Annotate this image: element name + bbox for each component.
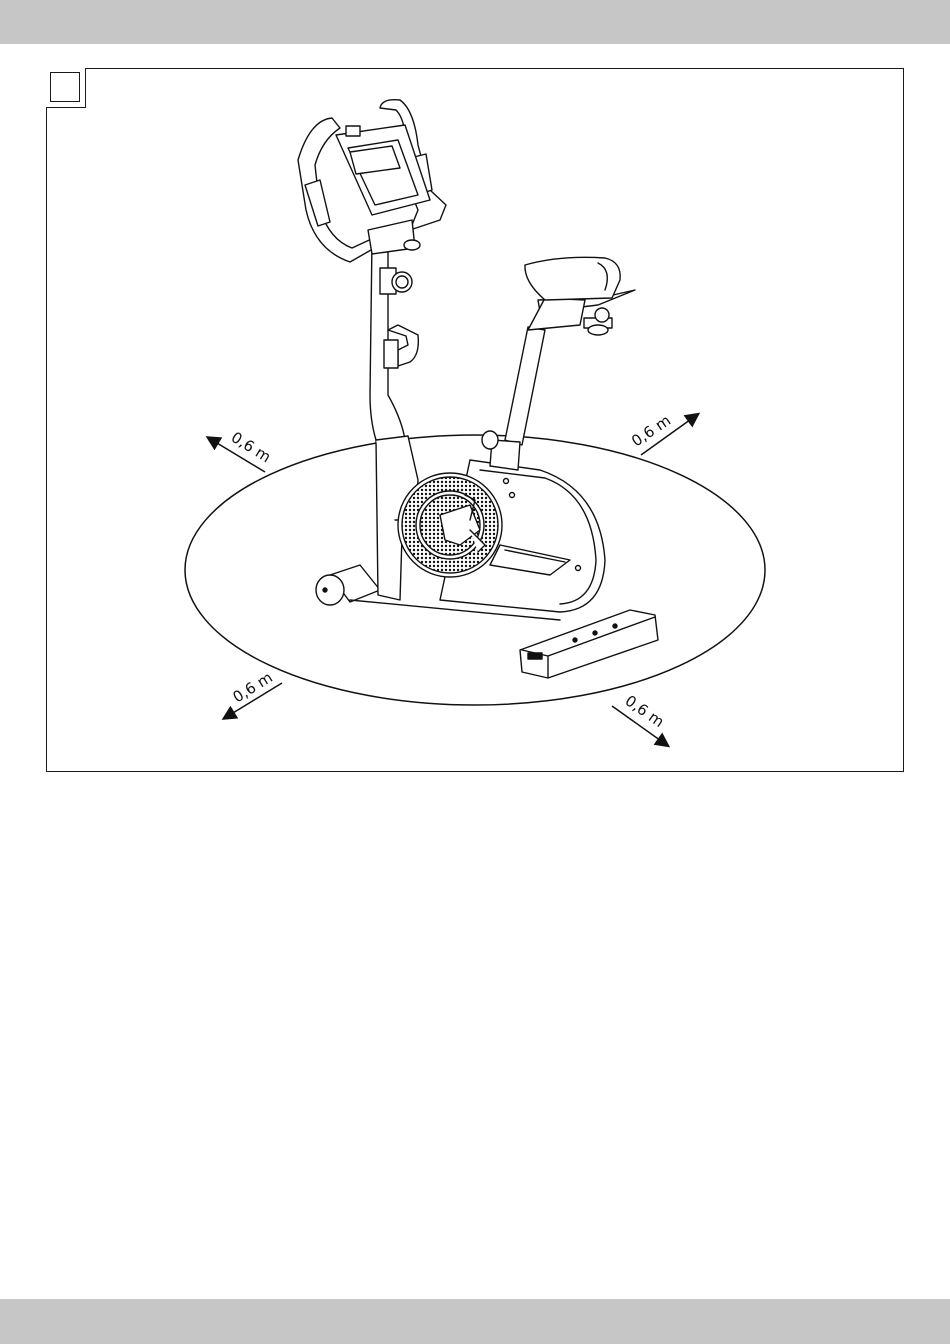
clearance-label-back-right: 0,6 m [628,411,674,450]
footer-band [0,1299,950,1344]
bike-drawing [298,100,658,678]
clearance-label-back-left: 0,6 m [228,428,274,466]
clearance-label-front-right: 0,6 m [622,692,668,732]
